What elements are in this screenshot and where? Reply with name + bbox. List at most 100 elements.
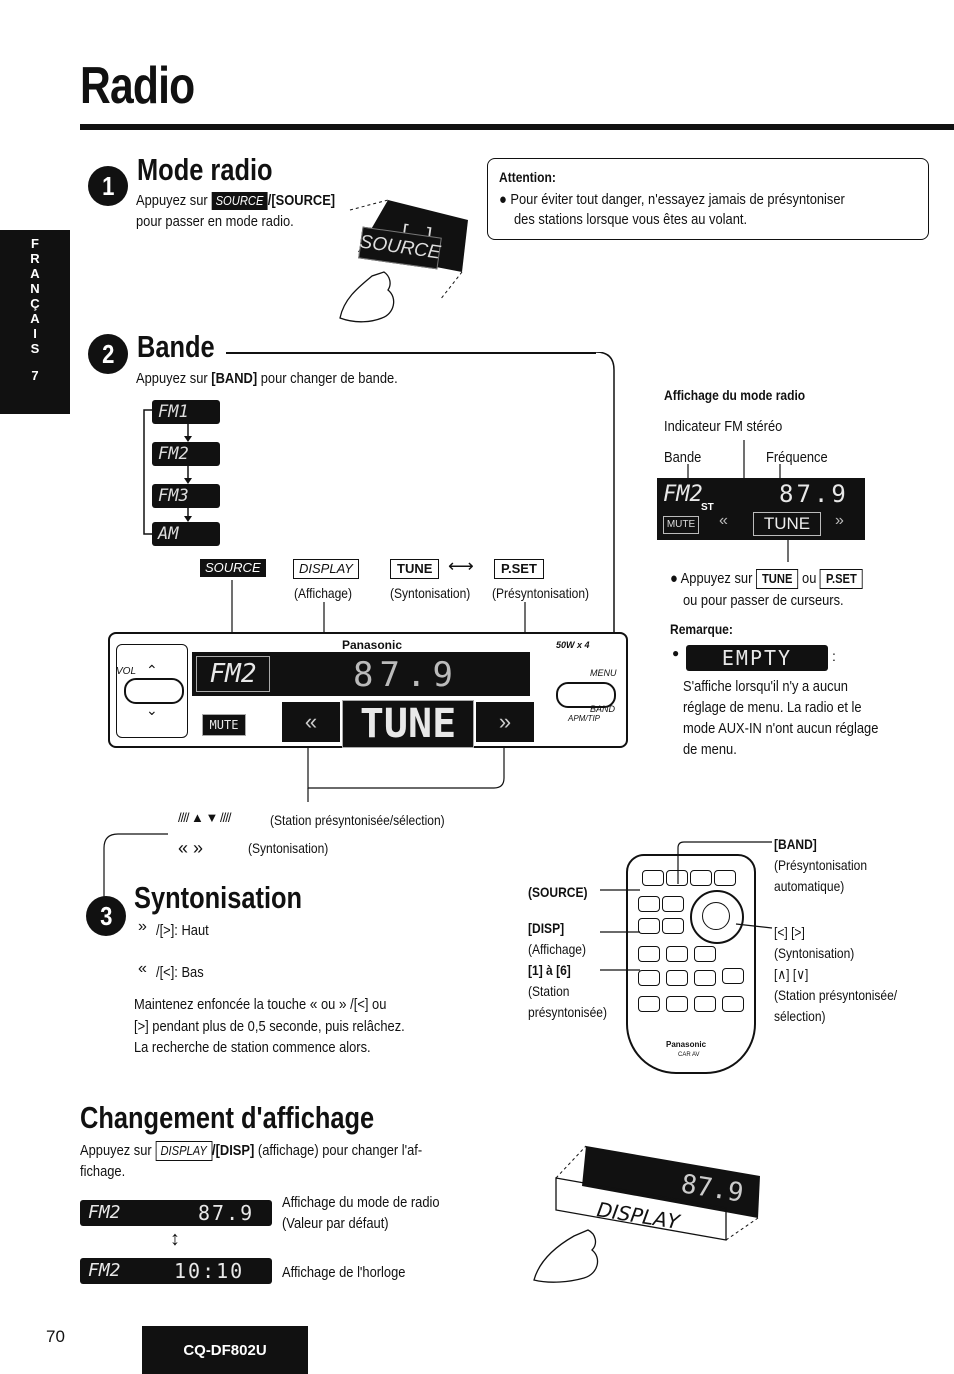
band-label: Bande	[664, 449, 702, 466]
remote-disp-caption: (Affichage)	[528, 941, 587, 957]
remote-band-label: [BAND]	[774, 836, 817, 852]
lcd-left-arrow-icon: «	[719, 512, 728, 529]
remarque-title: Remarque:	[670, 621, 733, 637]
remarque-colon: :	[832, 648, 836, 664]
remote-lr-caption: (Syntonisation)	[774, 945, 855, 961]
source-control-label: SOURCE	[200, 559, 266, 577]
remote-button[interactable]	[666, 946, 688, 962]
remote-joystick-center[interactable]	[702, 902, 730, 930]
remote-button[interactable]	[666, 870, 688, 886]
unit-band-display: FM2	[196, 656, 270, 692]
remote-button[interactable]	[694, 970, 716, 986]
band-fm3: FM3	[152, 484, 220, 508]
band-fm2: FM2	[152, 442, 220, 466]
unit-brand: Panasonic	[342, 638, 403, 652]
remote-button[interactable]	[638, 896, 660, 912]
unit-mute-button[interactable]: MUTE	[202, 714, 246, 736]
affichage-mode-title: Affichage du mode radio	[664, 387, 806, 403]
side-tab-letter: S	[30, 341, 40, 356]
preset-arrows-caption: (Station présyntonisée/sélection)	[270, 812, 445, 828]
tune-pset-swap-icon: ⟷	[448, 556, 474, 576]
remote-source-label: (SOURCE)	[528, 884, 588, 900]
unit-freq-display: 87.9	[306, 658, 506, 692]
remote-ud-label: [∧] [∨]	[774, 966, 809, 982]
remote-button[interactable]	[690, 870, 712, 886]
changement-line2: fichage.	[80, 1163, 126, 1180]
band-fm1: FM1	[152, 400, 220, 424]
remote-button[interactable]	[642, 870, 664, 886]
vol-up-icon[interactable]: ⌃	[146, 662, 158, 678]
display-caption: (Affichage)	[294, 585, 353, 601]
display-panel	[582, 1146, 760, 1218]
unit-tune-down-button[interactable]: «	[282, 702, 340, 742]
remote-brand: Panasonic	[666, 1040, 707, 1049]
remote-button[interactable]	[662, 918, 684, 934]
remote-control: Panasonic CAR AV	[626, 854, 756, 1074]
remote-button[interactable]	[694, 946, 716, 962]
tune-up-text: /[>]: Haut	[156, 922, 209, 939]
tune-arrows-caption: (Syntonisation)	[248, 840, 329, 856]
lcd-mute: MUTE	[663, 516, 699, 534]
pset-caption: (Présyntonisation)	[492, 585, 590, 601]
remote-button[interactable]	[662, 896, 684, 912]
unit-tune-up-button[interactable]: »	[476, 702, 534, 742]
radio-mode-lcd: FM2 87.9 ST MUTE « TUNE »	[657, 478, 865, 540]
remote-button[interactable]	[694, 996, 716, 1012]
bande-heading: Bande	[137, 329, 215, 364]
remote-button[interactable]	[666, 970, 688, 986]
tune-arrows-icon: « »	[178, 838, 204, 858]
page-title: Radio	[80, 57, 195, 115]
remarque-line4: de menu.	[683, 741, 737, 758]
finger-icon	[533, 1229, 599, 1283]
menu-knob[interactable]	[556, 682, 616, 708]
remote-button[interactable]	[722, 996, 744, 1012]
remote-joystick[interactable]	[690, 890, 744, 944]
band-cycle-arrows	[143, 406, 192, 535]
remote-button[interactable]	[714, 870, 736, 886]
mode-radio-heading: Mode radio	[137, 152, 273, 187]
band-connector-line	[595, 352, 615, 712]
unit-menu-label: MENU	[590, 668, 617, 678]
side-tab-letter: R	[30, 251, 40, 266]
radio-mode-display: FM2 87.9	[80, 1200, 272, 1226]
remote-ud-caption2: sélection)	[774, 1008, 826, 1024]
remarque-line3: mode AUX-IN n'ont aucun réglage	[683, 720, 879, 737]
remote-lr-label: [<] [>]	[774, 924, 805, 940]
step-number-2: 2	[88, 334, 128, 374]
remote-button[interactable]	[638, 996, 660, 1012]
remote-button[interactable]	[722, 968, 744, 984]
side-tab-letter: F	[31, 236, 39, 251]
volume-knob[interactable]	[124, 678, 184, 704]
step-number-3: 3	[86, 896, 126, 936]
cursor-instruction-line1: ● Appuyez sur TUNE ou P.SET	[670, 568, 863, 589]
unit-band-label: BAND	[590, 704, 616, 714]
syntonisation-heading: Syntonisation	[134, 880, 303, 915]
side-tab-letter: A	[30, 266, 40, 281]
vol-down-icon[interactable]: ⌄	[146, 702, 158, 718]
syntonisation-para-line2: [>] pendant plus de 0,5 seconde, puis re…	[134, 1018, 405, 1035]
tune-down-icon: «	[138, 960, 147, 977]
side-tab-number: 7	[31, 368, 39, 383]
tune-up-icon: »	[138, 918, 147, 935]
remote-ud-caption1: (Station présyntonisée/	[774, 987, 898, 1003]
radio-mode-default-caption: (Valeur par défaut)	[282, 1215, 389, 1232]
stereo-indicator-label: Indicateur FM stéréo	[664, 418, 783, 435]
lcd-right-arrow-icon: »	[835, 512, 844, 529]
remote-presets-caption1: (Station	[528, 983, 570, 999]
attention-box: Attention: ● Pour éviter tout danger, n'…	[487, 158, 929, 240]
tune-control-label: TUNE	[390, 559, 440, 579]
remote-button[interactable]	[666, 996, 688, 1012]
lcd-tune: TUNE	[753, 512, 821, 536]
remote-button[interactable]	[638, 970, 660, 986]
mode-radio-line2: pour passer en mode radio.	[136, 213, 294, 230]
bande-text: Appuyez sur [BAND] pour changer de bande…	[136, 370, 398, 387]
radio-mode-caption: Affichage du mode de radio	[282, 1194, 440, 1211]
svg-text:DISPLAY: DISPLAY	[595, 1197, 683, 1234]
tune-down-text: /[<]: Bas	[156, 964, 204, 981]
remote-presets-label: [1] à [6]	[528, 962, 571, 978]
remote-button[interactable]	[638, 918, 660, 934]
vol-label: VOL	[116, 666, 137, 677]
remote-button[interactable]	[638, 946, 660, 962]
unit-band-sub-label: APM/TIP	[568, 714, 601, 723]
